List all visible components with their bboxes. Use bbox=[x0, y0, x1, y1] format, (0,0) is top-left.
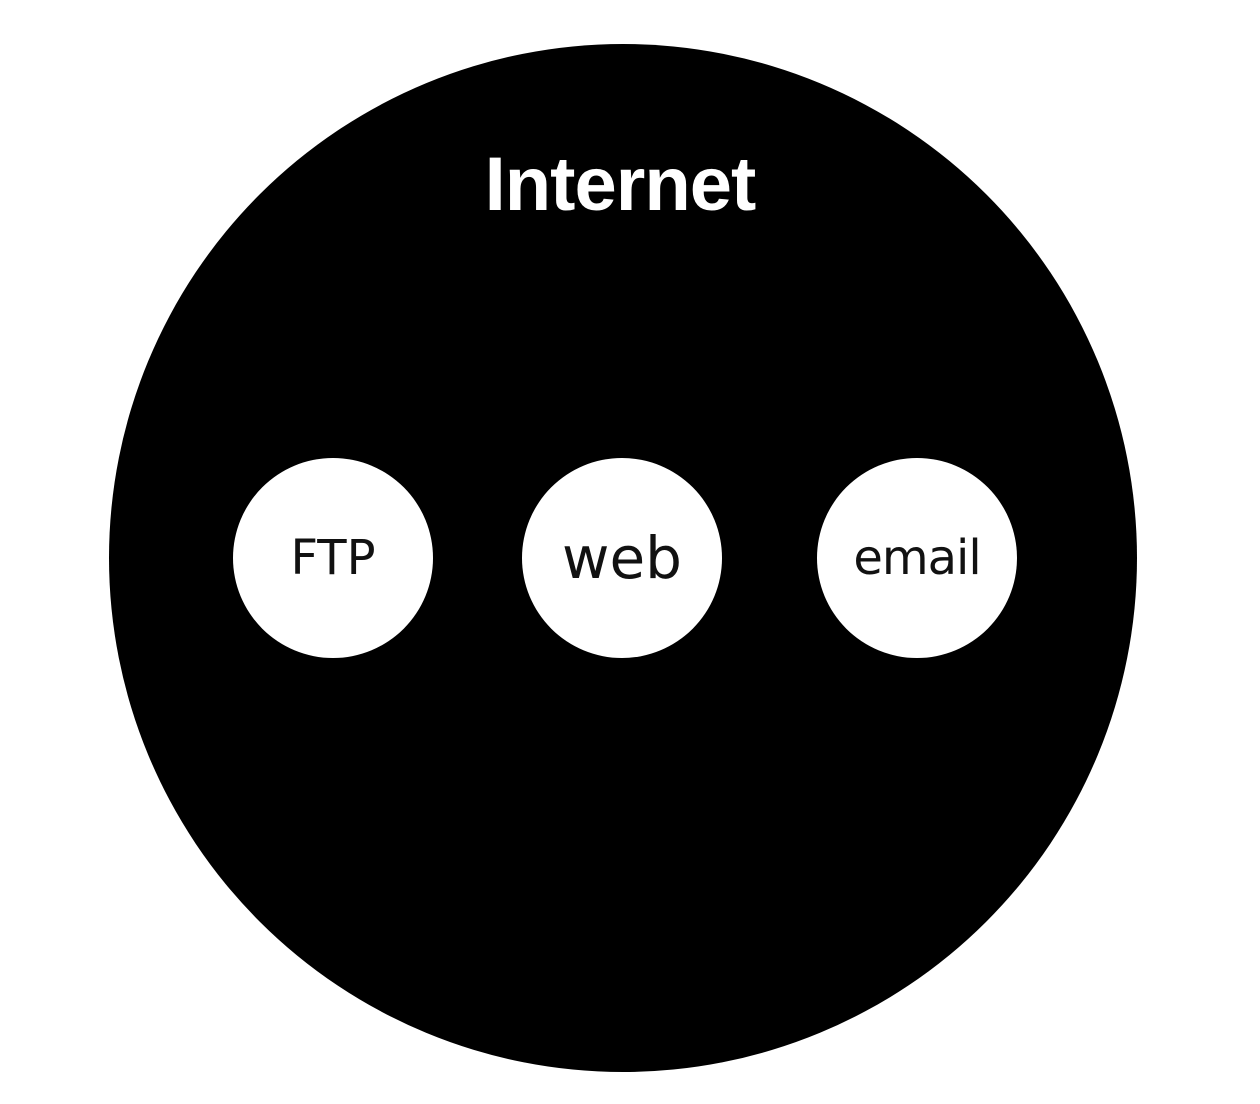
ftp-circle: FTP bbox=[233, 458, 433, 658]
email-label: email bbox=[853, 530, 981, 586]
web-label: web bbox=[562, 524, 682, 592]
email-circle: email bbox=[817, 458, 1017, 658]
internet-label: Internet bbox=[484, 142, 757, 227]
web-circle: web bbox=[522, 458, 722, 658]
ftp-label: FTP bbox=[290, 530, 376, 586]
